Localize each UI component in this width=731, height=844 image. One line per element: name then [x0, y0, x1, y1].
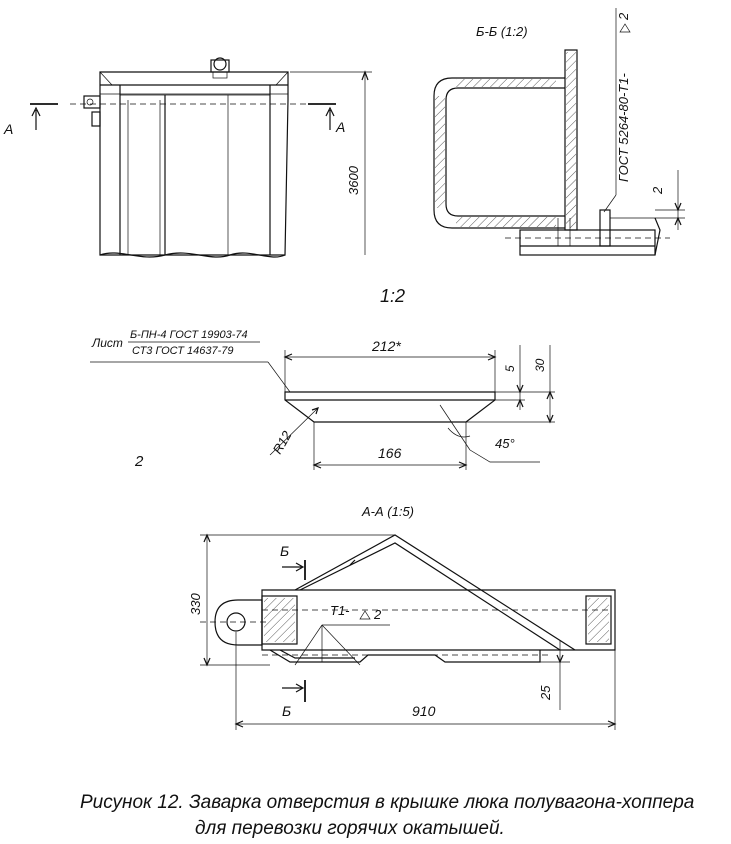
section-bb-view: Б-Б (1:2) ГОСТ 5264-80-Т1- 2 2 [433, 8, 685, 256]
gost-weld-leg: 2 [616, 12, 631, 21]
dim-3600: 3600 [346, 165, 361, 195]
detail-2-view: 1:2 2 Лист Б-ПН-4 ГОСТ 19903-74 СТ3 ГОСТ… [90, 286, 555, 470]
dim-5: 5 [503, 365, 517, 372]
sheet-top-spec: Б-ПН-4 ГОСТ 19903-74 [130, 329, 248, 341]
sheet-prefix: Лист [91, 336, 123, 350]
dim-25: 25 [538, 685, 553, 701]
section-b-top-label: Б [280, 543, 289, 559]
section-a-left-label: А [3, 121, 13, 137]
dim-910: 910 [412, 703, 436, 719]
dim-30: 30 [533, 358, 547, 372]
part-number-label: 2 [134, 453, 144, 470]
weld-t1-leg: 2 [373, 607, 382, 622]
dim-r12: R12 [270, 428, 295, 457]
caption-line-1: Рисунок 12. Заварка отверстия в крышке л… [80, 792, 694, 813]
section-b-bottom-label: Б [282, 703, 291, 719]
gost-weld-label: ГОСТ 5264-80-Т1- [616, 73, 631, 182]
dim-2-label: 2 [650, 186, 665, 195]
dim-45: 45° [495, 436, 515, 451]
section-a-right-label: А [335, 119, 345, 135]
dim-330: 330 [188, 593, 203, 615]
section-aa-title: А-А (1:5) [361, 504, 414, 519]
sheet-bottom-spec: СТ3 ГОСТ 14637-79 [132, 345, 234, 357]
scale-1-2-label: 1:2 [380, 286, 405, 306]
weld-t1-label: Т1- [330, 603, 350, 618]
section-bb-title: Б-Б (1:2) [476, 24, 528, 39]
section-aa-view: А-А (1:5) Т1- 2 Б Б [188, 504, 617, 730]
caption-line-2: для перевозки горячих окатышей. [195, 818, 505, 839]
dim-166: 166 [378, 445, 402, 461]
dim-212: 212* [371, 338, 401, 354]
hatch-cover-view: А А 3600 [3, 57, 372, 258]
